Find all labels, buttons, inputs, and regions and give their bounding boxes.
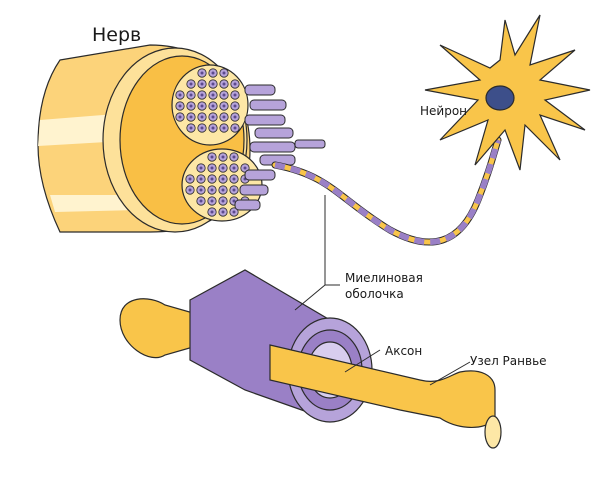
fiber-core — [178, 115, 182, 119]
fiber-core — [221, 166, 225, 170]
fiber-core — [221, 188, 225, 192]
fiber-core — [199, 188, 203, 192]
fiber-core — [200, 71, 204, 75]
fiber-core — [232, 155, 236, 159]
fiber-core — [200, 82, 204, 86]
fiber-core — [199, 199, 203, 203]
fiber-core — [233, 82, 237, 86]
fiber-core — [211, 71, 215, 75]
fiber-core — [222, 93, 226, 97]
fiber-core — [211, 126, 215, 130]
fiber-core — [222, 104, 226, 108]
fiber-core — [189, 82, 193, 86]
fiber-core — [189, 93, 193, 97]
label-neuron: Нейрон — [420, 104, 467, 118]
fiber-core — [178, 93, 182, 97]
fiber-core — [210, 188, 214, 192]
fiber-core — [243, 166, 247, 170]
fiber-core — [233, 115, 237, 119]
fiber-core — [178, 104, 182, 108]
fiber-core — [221, 177, 225, 181]
fiber-core — [233, 104, 237, 108]
fiber-core — [233, 93, 237, 97]
fiber-core — [200, 115, 204, 119]
fascicle-fibers-top — [175, 68, 240, 133]
fiber-core — [232, 199, 236, 203]
fiber-core — [210, 155, 214, 159]
fiber-core — [211, 115, 215, 119]
fiber-core — [188, 177, 192, 181]
fiber-core — [211, 82, 215, 86]
protruding-fibers — [234, 84, 326, 211]
label-myelin-1: Миелиновая — [345, 271, 423, 285]
label-node-of-ranvier: Узел Ранвье — [470, 354, 547, 368]
fiber-core — [211, 93, 215, 97]
fiber-core — [210, 177, 214, 181]
fiber-core — [232, 166, 236, 170]
fiber-core — [189, 104, 193, 108]
fiber-core — [200, 126, 204, 130]
myelin-closeup — [119, 269, 502, 449]
fiber-core — [210, 166, 214, 170]
fiber-core — [188, 188, 192, 192]
fiber-core — [232, 188, 236, 192]
fiber-core — [222, 126, 226, 130]
fiber-core — [189, 126, 193, 130]
fiber-core — [210, 199, 214, 203]
label-myelin-2: оболочка — [345, 287, 404, 301]
fiber-core — [232, 210, 236, 214]
fiber-core — [221, 199, 225, 203]
fiber-core — [222, 71, 226, 75]
axon-to-neuron — [271, 136, 502, 246]
fiber-core — [199, 166, 203, 170]
fiber-core — [233, 126, 237, 130]
fiber-core — [200, 93, 204, 97]
fiber-core — [189, 115, 193, 119]
fiber-core — [222, 82, 226, 86]
fiber-core — [210, 210, 214, 214]
fiber-core — [200, 104, 204, 108]
fiber-core — [232, 177, 236, 181]
fiber-core — [211, 104, 215, 108]
label-nerve: Нерв — [92, 24, 141, 46]
leader-lines — [294, 195, 471, 386]
label-axon: Аксон — [385, 344, 422, 358]
fiber-core — [221, 210, 225, 214]
fiber-core — [222, 115, 226, 119]
fiber-core — [221, 155, 225, 159]
neuron — [424, 14, 591, 171]
fiber-core — [199, 177, 203, 181]
